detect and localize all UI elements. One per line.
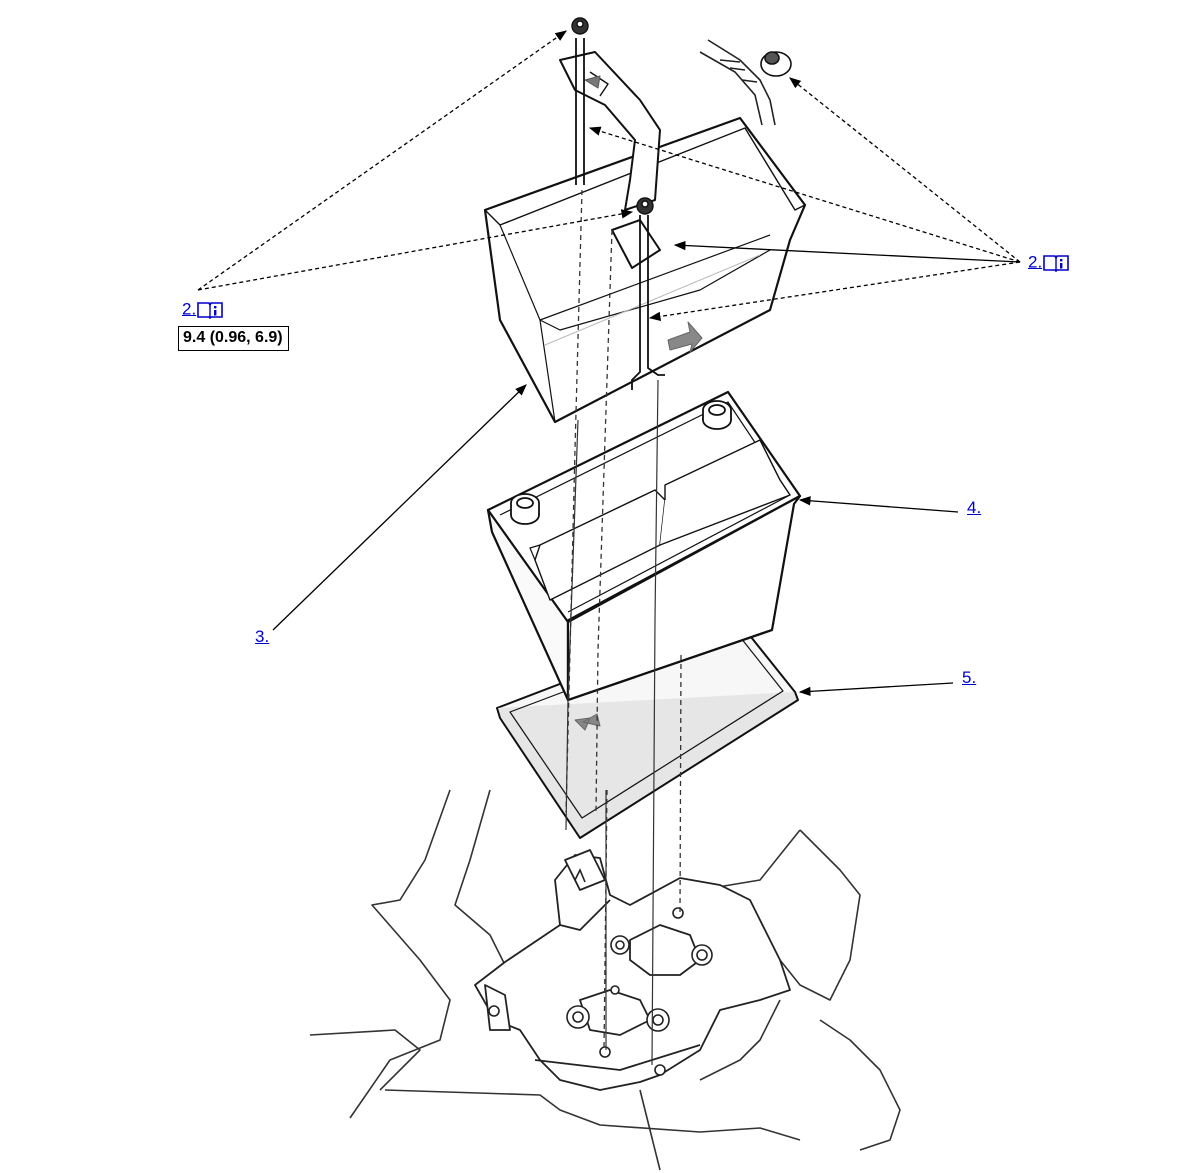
torque-spec-label: 9.4 (0.96, 6.9): [178, 326, 289, 351]
callout-2-left-label: 2.: [182, 299, 197, 319]
hex-nuts: [571, 17, 654, 215]
wire-harness: [699, 39, 776, 126]
battery-tray: [496, 616, 799, 839]
battery-cover: [483, 116, 807, 424]
base-plate-holes: [488, 868, 713, 1076]
manual-info-book-icon[interactable]: [197, 301, 223, 319]
leader-lines-left: [197, 30, 634, 291]
callout-4-battery-link[interactable]: 4.: [967, 498, 982, 517]
battery-base-plate: [474, 849, 791, 1091]
callout-5-battery-tray-link[interactable]: 5.: [962, 668, 977, 687]
battery-terminals: [510, 400, 732, 525]
leader-lines-right: [588, 77, 1021, 322]
battery: [486, 390, 802, 702]
callout-2-right-link[interactable]: 2.: [1028, 252, 1069, 273]
harness-clamp-nut: [760, 51, 792, 77]
manual-info-book-icon[interactable]: [1043, 254, 1069, 272]
callout-3-battery-cover-link[interactable]: 3.: [255, 627, 270, 646]
leader-lines-items: [272, 384, 959, 697]
callout-2-right-label: 2.: [1028, 252, 1043, 272]
solid-guide-lines: [565, 379, 659, 1066]
callout-2-left-link[interactable]: 2.: [182, 299, 223, 320]
j-bolts: [575, 38, 665, 390]
